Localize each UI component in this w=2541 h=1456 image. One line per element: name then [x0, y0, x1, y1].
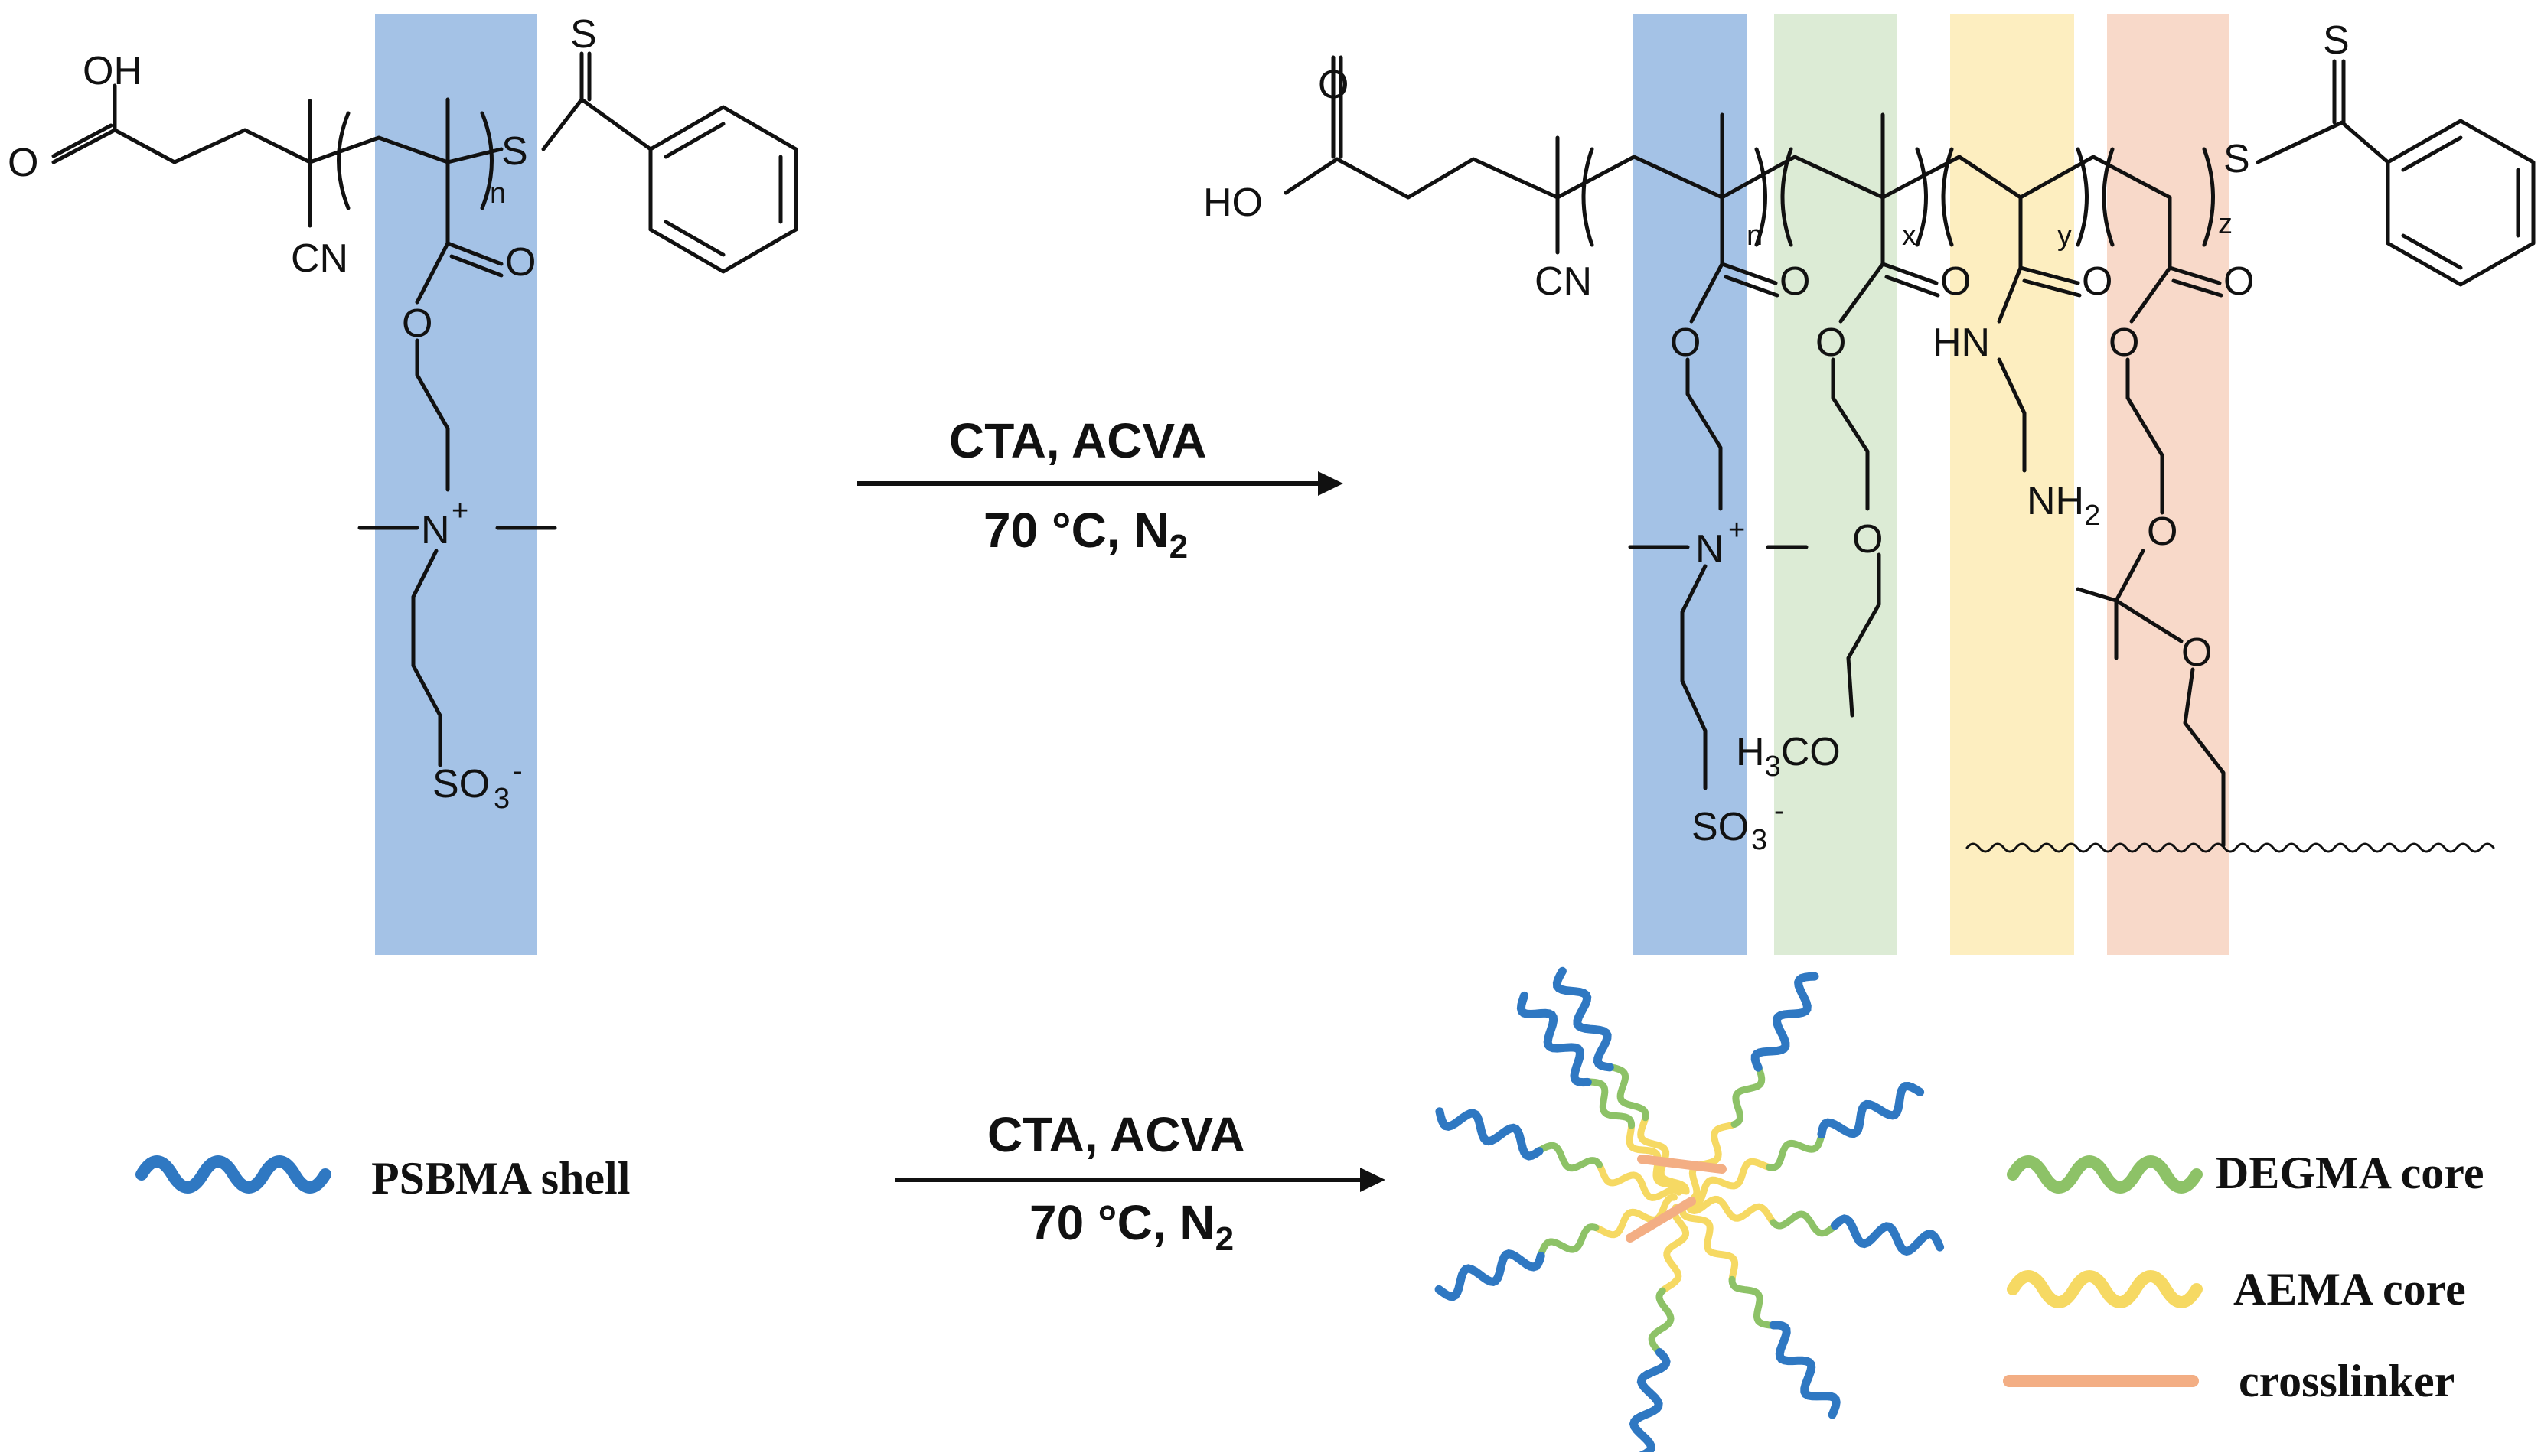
- label-o-ether1-xl: O: [2147, 510, 2177, 554]
- label-o-carbonyl-aema: O: [2082, 259, 2112, 304]
- label-s-thio-left: S: [570, 12, 597, 57]
- crosslink-network-wave: [1965, 842, 2495, 853]
- psbma-shell-segment-arm-7: [1434, 1249, 1545, 1301]
- aema-core-legend-wave: [2007, 1270, 2203, 1308]
- aema-core-segment-arm-7: [1592, 1194, 1678, 1239]
- label-s-thio-right: S: [2323, 18, 2350, 63]
- label-cn-left: CN: [291, 236, 348, 281]
- label-so3-minus-left: -: [513, 755, 523, 787]
- label-x: x: [1902, 220, 1916, 252]
- label-o-ester-degma: O: [1815, 321, 1846, 365]
- psbma-shell-segment-arm-5: [1769, 1321, 1841, 1419]
- copolymer-structure: [1284, 55, 2536, 853]
- crosslinker-label: crosslinker: [2239, 1356, 2455, 1406]
- degma-core-segment-arm-9: [1584, 1078, 1636, 1129]
- label-cn-right: CN: [1535, 259, 1592, 304]
- label-plus-right: +: [1728, 514, 1745, 546]
- label-o-ester-xl: O: [2109, 321, 2139, 365]
- label-nh2: NH2: [2027, 479, 2100, 532]
- label-o-carbonyl-psbma: O: [1779, 259, 1810, 304]
- degma-core-segment-arm-3: [1766, 1131, 1825, 1171]
- psbma-monomer-structure: [51, 51, 798, 767]
- degma-core-segment-arm-1: [1606, 1063, 1649, 1122]
- label-nplus-right: N: [1695, 527, 1724, 572]
- aema-core-segment-arm-5: [1678, 1207, 1739, 1283]
- degma-band: [1774, 14, 1897, 955]
- crosslinker-link-2: [1626, 1197, 1696, 1243]
- label-hn: HN: [1933, 321, 1990, 365]
- aema-core-segment-arm-6: [1659, 1204, 1690, 1295]
- label-o-carbonyl-xl: O: [2223, 259, 2254, 304]
- degma-core-segment-arm-7: [1537, 1223, 1600, 1259]
- psbma-shell-label: PSBMA shell: [371, 1153, 630, 1204]
- top-reagents: CTA, ACVA: [949, 413, 1207, 468]
- psbma-shell-segment-arm-9: [1516, 991, 1592, 1087]
- label-nplus-left: N: [421, 508, 450, 552]
- label-s-left: S: [501, 129, 528, 174]
- degma-core-segment-arm-4: [1770, 1210, 1838, 1237]
- label-o-acid-right: O: [1318, 63, 1349, 107]
- label-so3-sub-right: 3: [1751, 824, 1767, 856]
- psbma-shell-segment-arm-3: [1817, 1081, 1925, 1139]
- psbma-shell-segment-arm-1: [1552, 966, 1614, 1072]
- crosslinker-band: [2107, 14, 2229, 955]
- top-arrowhead: [1318, 471, 1343, 496]
- aema-core-label: AEMA core: [2233, 1264, 2466, 1314]
- label-o-ester-left: O: [402, 301, 432, 346]
- psbma-band-right: [1633, 14, 1747, 955]
- degma-core-legend-wave: [2007, 1155, 2203, 1194]
- aema-core-segment-arm-3: [1690, 1158, 1773, 1208]
- aema-core-segment-arm-2: [1688, 1121, 1738, 1202]
- label-so3-right: SO: [1691, 805, 1749, 849]
- label-y: y: [2057, 220, 2072, 252]
- label-o-carbonyl-degma: O: [1940, 259, 1971, 304]
- label-ho: HO: [1203, 181, 1263, 225]
- label-o-acid: O: [8, 141, 38, 185]
- label-o-ether2-xl: O: [2181, 630, 2212, 675]
- psbma-shell-segment-arm-8: [1435, 1107, 1544, 1161]
- bottom-conditions: 70 °C, N2: [1029, 1195, 1234, 1258]
- degma-core-segment-arm-5: [1728, 1275, 1777, 1329]
- psbma-band-left: [375, 14, 537, 955]
- label-plus-left: +: [452, 495, 468, 527]
- label-n-right: n: [1747, 220, 1763, 252]
- top-conditions: 70 °C, N2: [983, 503, 1188, 565]
- label-o-ether-degma: O: [1852, 517, 1883, 562]
- psbma-shell-segment-arm-6: [1629, 1348, 1671, 1456]
- star-nanogel-illustration: [1434, 966, 1945, 1456]
- crosslinker-link-1: [1637, 1155, 1727, 1174]
- label-o-carbonyl-left: O: [505, 240, 536, 285]
- degma-core-label: DEGMA core: [2216, 1148, 2484, 1198]
- aema-core-segment-arm-4: [1686, 1195, 1777, 1226]
- label-z: z: [2218, 208, 2233, 240]
- label-oh: OH: [83, 49, 142, 93]
- degma-core-segment-arm-2: [1730, 1064, 1766, 1128]
- label-s-right: S: [2223, 137, 2250, 181]
- degma-core-segment-arm-6: [1648, 1287, 1675, 1356]
- label-o-ester-psbma: O: [1670, 321, 1701, 365]
- aema-band: [1950, 14, 2074, 955]
- psbma-shell-legend-wave: [135, 1155, 331, 1194]
- bottom-reagents: CTA, ACVA: [987, 1107, 1245, 1162]
- aema-core-segment-arm-8: [1596, 1161, 1683, 1201]
- label-so3-sub-left: 3: [494, 783, 510, 815]
- degma-core-segment-arm-8: [1535, 1142, 1603, 1172]
- label-so3-left: SO: [432, 762, 490, 806]
- label-h3co: H3CO: [1736, 730, 1841, 783]
- bottom-arrowhead: [1360, 1168, 1385, 1192]
- label-so3-minus-right: -: [1774, 795, 1784, 827]
- psbma-shell-segment-arm-2: [1750, 972, 1819, 1072]
- label-n-left: n: [490, 178, 506, 210]
- psbma-shell-segment-arm-4: [1831, 1214, 1945, 1256]
